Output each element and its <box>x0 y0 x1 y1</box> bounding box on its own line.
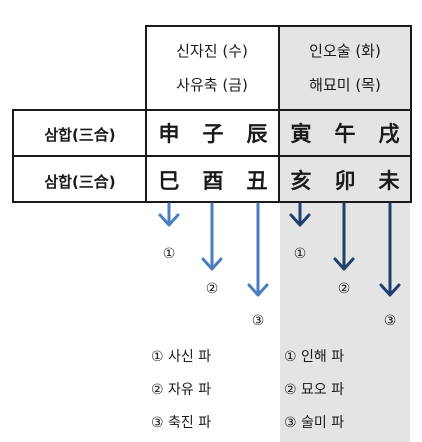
legend-right-3: ③ 술미 파 <box>284 415 345 431</box>
legend-right-2: ② 묘오 파 <box>284 382 345 398</box>
marker-right-2: ② <box>337 281 351 297</box>
arrow-right-2-head <box>333 257 355 271</box>
legend-left-2: ② 자유 파 <box>151 382 212 398</box>
arrow-right-1-head <box>289 213 311 227</box>
cell-shin: 申 <box>158 122 180 146</box>
marker-left-3: ③ <box>251 313 265 329</box>
header-right-line1: 인오술 (화) <box>309 42 381 60</box>
col-divider-header <box>278 25 280 111</box>
arrows-left-group <box>158 202 269 297</box>
header-left-line2: 사유축 (금) <box>176 76 248 94</box>
cell-jin: 辰 <box>246 122 268 146</box>
cell-sa: 巳 <box>158 169 180 193</box>
cell-o: 午 <box>334 122 356 146</box>
marker-right-1: ① <box>293 246 307 262</box>
legend-right-1: ① 인해 파 <box>284 349 345 365</box>
cell-mi: 未 <box>378 169 400 193</box>
marker-left-2: ② <box>205 281 219 297</box>
cell-chuk: 丑 <box>246 169 268 193</box>
legend-left-3: ③ 축진 파 <box>151 415 212 431</box>
header-left-line1: 신자진 (수) <box>176 42 248 60</box>
legend-left-1: ① 사신 파 <box>151 349 212 365</box>
arrow-left-3-head <box>247 283 269 297</box>
row2-label: 삼합(三合) <box>44 173 116 191</box>
cell-myo: 卯 <box>334 169 356 193</box>
arrows-right-group <box>289 202 401 297</box>
cell-sul: 戌 <box>378 122 400 146</box>
arrow-left-1-head <box>158 213 180 227</box>
marker-right-3: ③ <box>383 313 397 329</box>
row-divider <box>12 155 412 157</box>
arrow-right-3-head <box>379 283 401 297</box>
arrow-left-2-head <box>201 257 223 271</box>
marker-left-1: ① <box>162 246 176 262</box>
header-right-line2: 해묘미 (목) <box>309 76 381 94</box>
row1-label: 삼합(三合) <box>44 126 116 144</box>
cell-in: 寅 <box>290 122 312 146</box>
cell-yu: 酉 <box>202 169 224 193</box>
cell-hae: 亥 <box>290 169 312 193</box>
cell-ja: 子 <box>202 122 224 146</box>
